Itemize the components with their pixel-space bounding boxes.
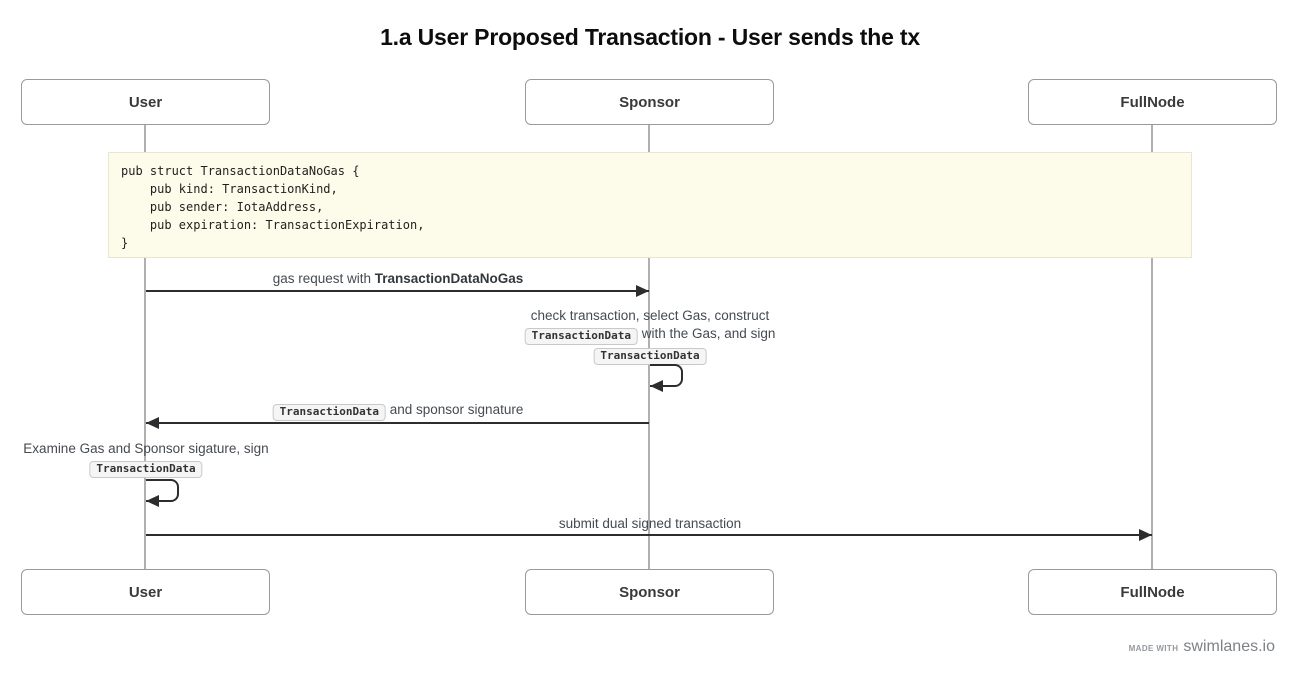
arrow-gas-request-line (146, 290, 649, 292)
arrowhead-submit (1139, 529, 1152, 541)
actor-box-fullnode-top: FullNode (1028, 79, 1277, 125)
submit-text: submit dual signed transaction (558, 516, 742, 531)
sponsor-action-line2-text: with the Gas, and sign (638, 326, 776, 341)
arrowhead-return (146, 417, 159, 429)
code-line: pub struct TransactionDataNoGas { (121, 164, 360, 178)
code-line: pub sender: IotaAddress, (121, 200, 324, 214)
code-chip: TransactionData (89, 461, 203, 478)
actor-label-fullnode: FullNode (1120, 583, 1185, 601)
lifeline-user (144, 125, 146, 570)
sponsor-action-label: check transaction, select Gas, construct… (524, 307, 776, 365)
actor-label-user: User (128, 583, 163, 601)
actor-box-sponsor-bottom: Sponsor (525, 569, 774, 615)
self-loop-sponsor (650, 364, 683, 387)
actor-label-sponsor: Sponsor (619, 583, 680, 601)
actor-label-fullnode: FullNode (1120, 93, 1185, 111)
lifeline-fullnode (1151, 125, 1153, 570)
sponsor-action-line1: check transaction, select Gas, construct (530, 308, 770, 323)
message-label-gas-request: gas request with TransactionDataNoGas (273, 270, 524, 288)
code-line: pub kind: TransactionKind, (121, 182, 338, 196)
sponsor-action-line3: TransactionData (525, 345, 776, 365)
code-note: pub struct TransactionDataNoGas { pub ki… (108, 152, 1192, 258)
diagram-title: 1.a User Proposed Transaction - User sen… (380, 24, 920, 50)
arrowhead-gas-request (636, 285, 649, 297)
lifeline-sponsor (648, 125, 650, 570)
actor-box-user-top: User (21, 79, 270, 125)
code-chip: TransactionData (524, 328, 639, 345)
gas-request-text: gas request with (272, 271, 375, 286)
self-loop-user (146, 479, 179, 502)
gas-request-bold: TransactionDataNoGas (374, 271, 524, 286)
return-text: and sponsor signature (386, 402, 524, 417)
actor-label-user: User (128, 93, 163, 111)
arrow-return-line (146, 422, 649, 424)
message-label-submit: submit dual signed transaction (559, 515, 741, 533)
code-chip: TransactionData (272, 404, 386, 421)
swimlanes-brand-link[interactable]: swimlanes.io (1183, 638, 1275, 655)
actor-box-sponsor-top: Sponsor (525, 79, 774, 125)
actor-label-sponsor: Sponsor (619, 93, 680, 111)
user-action-line2: TransactionData (23, 458, 268, 478)
arrow-submit-line (146, 534, 1152, 536)
sponsor-action-line2: TransactionData with the Gas, and sign (524, 325, 776, 345)
code-chip: TransactionData (593, 348, 707, 365)
user-action-line1: Examine Gas and Sponsor sigature, sign (23, 441, 269, 456)
user-action-label: Examine Gas and Sponsor sigature, sign T… (23, 440, 269, 478)
footer: MADE WITH swimlanes.io (1129, 638, 1275, 656)
actor-box-user-bottom: User (21, 569, 270, 615)
message-label-return: TransactionData and sponsor signature (272, 401, 524, 421)
code-line: } (121, 236, 129, 250)
arrowhead-self-loop-user (146, 495, 159, 507)
actor-box-fullnode-bottom: FullNode (1028, 569, 1277, 615)
arrowhead-self-loop-sponsor (650, 380, 663, 392)
code-line: pub expiration: TransactionExpiration, (121, 218, 425, 232)
made-with-text: MADE WITH (1128, 644, 1179, 653)
